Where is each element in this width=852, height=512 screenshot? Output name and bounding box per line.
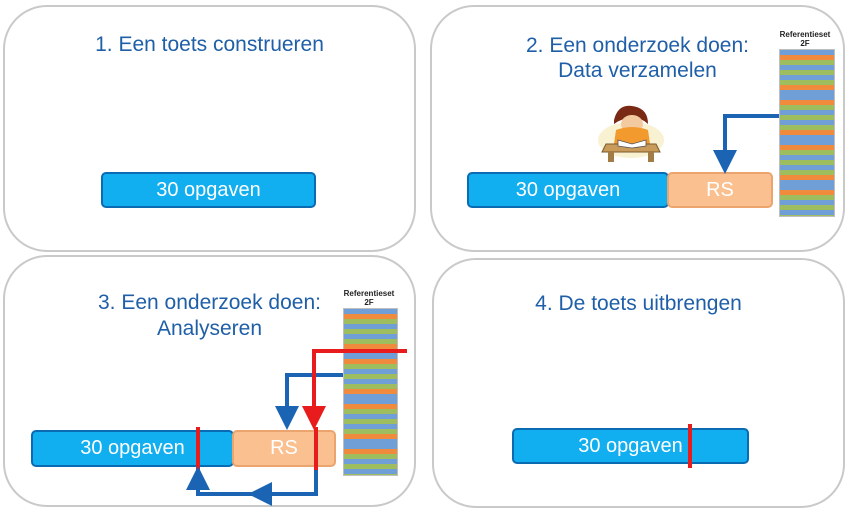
student-studying-icon <box>598 105 664 162</box>
reference-set-stripe <box>344 449 397 454</box>
reference-set-stripe <box>780 85 834 90</box>
panel-construct: 1. Een toets construeren 30 opgaven <box>3 5 416 252</box>
reference-set-stripe <box>344 424 397 429</box>
reference-set-stripe <box>780 125 834 130</box>
reference-set-stripe <box>780 185 834 190</box>
reference-set-stripe <box>780 70 834 75</box>
reference-set-stripe <box>780 215 834 216</box>
reference-set-stack <box>779 49 835 217</box>
reference-set-stripe <box>780 105 834 110</box>
reference-set-stripe <box>344 419 397 424</box>
panel-2-title-line1: 2. Een onderzoek doen: <box>525 34 749 57</box>
reference-set-stripe <box>344 464 397 469</box>
panel-1-title: 1. Een toets construeren <box>95 33 324 56</box>
reference-set-stripe <box>344 324 397 329</box>
reference-set-stripe <box>344 334 397 339</box>
reference-set-stripe <box>780 195 834 200</box>
reference-set-stripe <box>780 145 834 150</box>
panel-2-title-line2: Data verzamelen <box>558 59 717 82</box>
reference-set-stripe <box>780 55 834 60</box>
reference-set-stripe <box>780 135 834 140</box>
reference-set-stripe <box>780 110 834 115</box>
rs-box: RS <box>667 172 773 208</box>
reference-set-stripe <box>780 95 834 100</box>
panel-3-title-line2: Analyseren <box>156 317 263 340</box>
reference-set-stripe <box>344 329 397 334</box>
rs-box: RS <box>232 430 336 467</box>
reference-set-stripe <box>344 459 397 464</box>
reference-set-stripe <box>780 120 834 125</box>
reference-set-stripe <box>780 165 834 170</box>
panel-4-title: 4. De toets uitbrengen <box>535 292 742 315</box>
panel-3-title-line1: 3. Een onderzoek doen: <box>97 291 321 314</box>
reference-set-stripe <box>344 319 397 324</box>
reference-set-stripe <box>344 314 397 319</box>
reference-set-stripe <box>344 434 397 439</box>
reference-set-stripe <box>780 60 834 65</box>
items-box: 30 opgaven <box>512 428 749 464</box>
reference-set-label: Referentieset 2F <box>343 289 395 307</box>
reference-set-stripe <box>344 444 397 449</box>
reference-set-stripe <box>780 80 834 85</box>
reference-set-stripe <box>780 200 834 205</box>
reference-set-stripe <box>780 75 834 80</box>
reference-set-stripe <box>780 160 834 165</box>
items-box: 30 opgaven <box>101 172 316 208</box>
reference-set-stripe <box>780 180 834 185</box>
reference-set-stripe <box>780 65 834 70</box>
reference-set-stripe <box>344 454 397 459</box>
reference-set-stripe <box>780 115 834 120</box>
reference-set-stripe <box>780 100 834 105</box>
reference-set-stripe <box>780 50 834 55</box>
reference-set-stripe <box>780 210 834 215</box>
reference-set-stripe <box>344 344 397 349</box>
reference-set-stripe <box>780 205 834 210</box>
reference-set-stripe <box>780 175 834 180</box>
items-box: 30 opgaven <box>467 172 669 208</box>
reference-set-stripe <box>780 150 834 155</box>
panel-publish: 4. De toets uitbrengen <box>432 258 845 508</box>
reference-set-stripe <box>344 474 397 475</box>
reference-set-stripe <box>780 90 834 95</box>
reference-set-label: Referentieset 2F <box>779 30 831 48</box>
reference-set-stripe <box>780 190 834 195</box>
reference-set-stripe <box>344 309 397 314</box>
reference-set-stripe <box>344 469 397 474</box>
reference-set-stripe <box>344 339 397 344</box>
reference-set-stripe <box>344 429 397 434</box>
reference-set-stripe <box>780 155 834 160</box>
items-box: 30 opgaven <box>31 430 234 467</box>
reference-set-stripe <box>344 439 397 444</box>
reference-set-stripe <box>780 140 834 145</box>
reference-set-stack <box>343 308 398 476</box>
reference-set-stripe <box>780 130 834 135</box>
reference-set-stripe <box>780 170 834 175</box>
